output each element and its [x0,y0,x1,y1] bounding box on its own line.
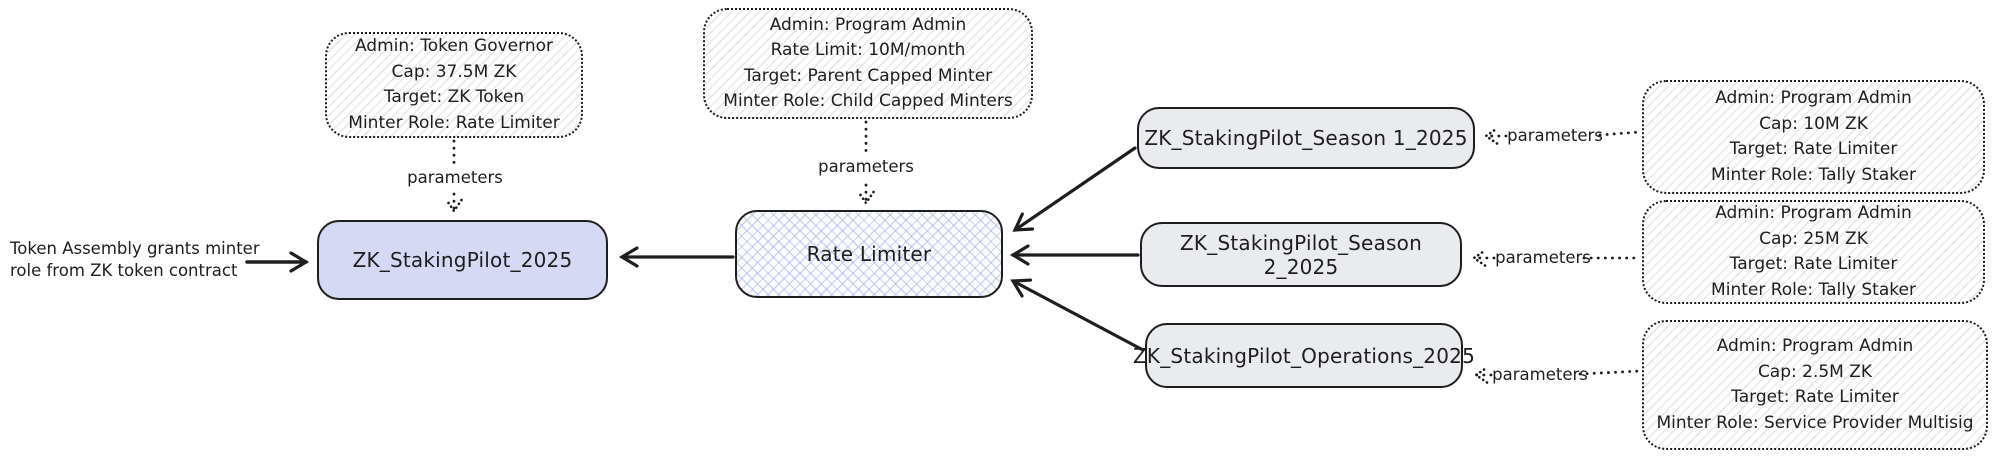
node-label: Rate Limiter [806,242,932,266]
node-zk-stakingpilot-2025: ZK_StakingPilot_2025 [317,220,608,300]
node-operations: ZK_StakingPilot_Operations_2025 [1133,323,1475,388]
parameters-label-rate-limiter: parameters [818,157,914,176]
param-box-operations: Admin: Program Admin Cap: 2.5M ZK Target… [1642,320,1988,450]
param-line: Admin: Program Admin [1715,88,1912,108]
param-line: Minter Role: Child Capped Minters [723,91,1013,111]
parameters-label-season-2: parameters [1495,248,1591,267]
param-line: Minter Role: Tally Staker [1711,164,1916,185]
param-box-rate-limiter: Admin: Program Admin Rate Limit: 10M/mon… [703,8,1033,119]
param-line: Admin: Token Governor [354,36,554,56]
node-label: ZK_StakingPilot_2025 [352,248,573,272]
param-line: Minter Role: Rate Limiter [348,112,560,133]
arrow-operations-to-rate-limiter [1010,278,1145,352]
node-label: ZK_StakingPilot_Operations_2025 [1133,343,1475,368]
param-line: Admin: Program Admin [1715,203,1912,223]
annotation-line-2: role from ZK token contract [10,261,238,281]
parameters-label-operations: parameters [1492,365,1588,384]
param-line: Cap: 37.5M ZK [391,61,517,82]
node-rate-limiter: Rate Limiter [735,210,1003,298]
parameters-label-root: parameters [407,168,503,187]
param-box-season-1: Admin: Program Admin Cap: 10M ZK Target:… [1642,80,1985,194]
param-line: Cap: 2.5M ZK [1757,361,1873,382]
parameters-label-season-1: parameters [1507,126,1603,145]
param-box-season-2: Admin: Program Admin Cap: 25M ZK Target:… [1642,200,1985,304]
param-line: Target: Rate Limiter [1731,387,1899,407]
param-line: Cap: 25M ZK [1759,228,1868,249]
dotted-connector-operations-params-right [1578,369,1642,376]
param-line: Minter Role: Service Provider Multisig [1656,412,1974,433]
annotation-line-1: Token Assembly grants minter [10,239,260,258]
param-line: Target: ZK Token [383,87,525,107]
param-line: Target: Parent Capped Minter [743,65,993,86]
annotation-token-assembly: Token Assembly grants minter role from Z… [10,238,260,283]
param-line: Target: Rate Limiter [1729,139,1898,159]
arrow-season1-to-rate-limiter [1012,146,1137,232]
node-season-2: ZK_StakingPilot_Season 2_2025 [1140,222,1462,287]
node-season-1: ZK_StakingPilot_Season 1_2025 [1137,107,1475,169]
param-line: Admin: Program Admin [769,14,967,35]
param-line: Minter Role: Tally Staker [1711,279,1916,300]
param-line: Rate Limit: 10M/month [770,40,966,60]
node-label: ZK_StakingPilot_Season 1_2025 [1144,126,1468,150]
param-line: Admin: Program Admin [1716,336,1914,356]
param-box-root: Admin: Token Governor Cap: 37.5M ZK Targ… [325,32,583,138]
param-line: Target: Rate Limiter [1729,254,1898,274]
param-line: Cap: 10M ZK [1759,113,1868,134]
node-label: ZK_StakingPilot_Season 2_2025 [1180,230,1422,279]
